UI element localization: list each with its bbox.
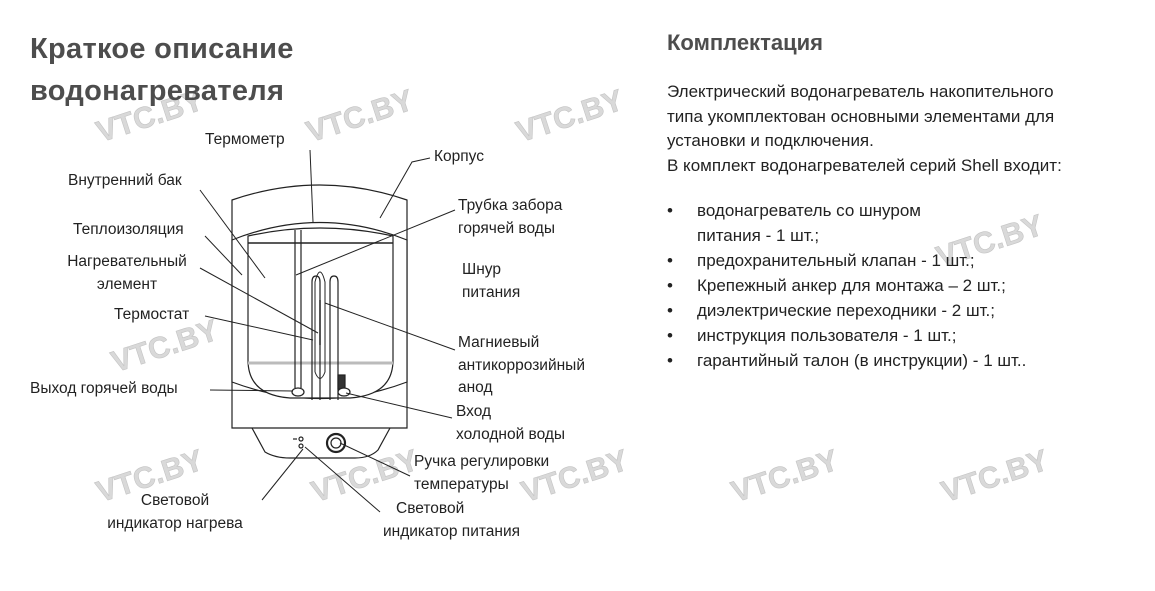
label-inner-tank: Внутренний бак [68, 172, 182, 189]
label-thermostat: Термостат [114, 306, 190, 323]
package-intro: Электрический водонагреватель накопитель… [667, 82, 1062, 175]
label-temperature-knob: Ручка регулировки температуры [414, 453, 550, 493]
list-item: •диэлектрические переходники - 2 шт.; [667, 301, 995, 320]
heading-left: Краткое описание водонагревателя [30, 33, 294, 107]
leader-lines [199, 149, 456, 513]
label-heating-element: Нагревательный элемент [67, 253, 187, 293]
list-item: •Крепежный анкер для монтажа – 2 шт.; [667, 276, 1006, 295]
heading-right: Комплектация [667, 30, 823, 55]
label-cold-water-inlet: Вход холодной воды [456, 403, 566, 443]
label-hot-water-outlet: Выход горячей воды [30, 380, 178, 397]
label-power-cord: Шнур питания [462, 261, 521, 301]
label-power-indicator: Световой индикатор питания [383, 500, 521, 540]
control-panel-shape [251, 427, 391, 459]
temperature-knob-shape [325, 432, 347, 454]
list-item: •инструкция пользователя - 1 шт.; [667, 326, 957, 345]
label-casing: Корпус [434, 148, 484, 165]
list-item: •гарантийный талон (в инструкции) - 1 шт… [667, 351, 1027, 370]
label-hot-pipe: Трубка забора горячей воды [458, 197, 563, 237]
list-item: •предохранительный клапан - 1 шт.; [667, 251, 975, 270]
label-anode: Магниевый антикоррозийный анод [458, 334, 585, 396]
heating-element-shape [311, 275, 321, 400]
label-insulation: Теплоизоляция [73, 221, 184, 238]
label-heating-indicator: Световой индикатор нагрева [107, 492, 243, 532]
label-thermometer: Термометр [205, 131, 285, 148]
